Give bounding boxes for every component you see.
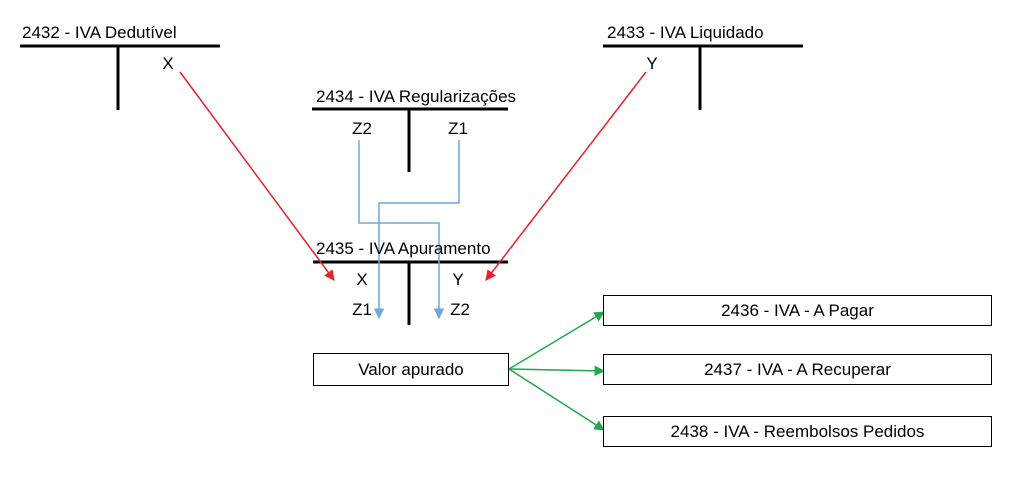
result-box: Valor apurado xyxy=(313,353,509,386)
green-arrow-recover xyxy=(508,365,606,377)
account-2434-title: 2434 - IVA Regularizações xyxy=(316,87,517,106)
account-2433-title: 2433 - IVA Liquidado xyxy=(607,23,764,42)
entry-2435-debit-x: X xyxy=(356,270,368,289)
entry-2434-credit-z1: Z1 xyxy=(448,119,468,138)
entry-2434-debit-z2: Z2 xyxy=(352,119,372,138)
green-arrow-pay xyxy=(508,311,605,370)
entry-2432-credit-x: X xyxy=(162,54,174,73)
blue-arrow-z2 xyxy=(358,140,445,320)
entry-2435-credit-y: Y xyxy=(452,270,464,289)
entry-2435-credit-z2: Z2 xyxy=(450,300,470,319)
outcome-box-refund: 2438 - IVA - Reembolsos Pedidos xyxy=(603,416,992,447)
outcome-box-recover: 2437 - IVA - A Recuperar xyxy=(603,354,992,385)
entry-2433-debit-y: Y xyxy=(646,54,658,73)
account-2435-title: 2435 - IVA Apuramento xyxy=(316,239,491,258)
entry-2435-debit-z1: Z1 xyxy=(352,300,372,319)
red-arrow-y xyxy=(485,71,647,281)
outcome-box-pay: 2436 - IVA - A Pagar xyxy=(603,295,992,326)
blue-arrow-z1 xyxy=(373,140,460,320)
account-2432-title: 2432 - IVA Dedutível xyxy=(22,23,177,42)
green-arrow-refund xyxy=(508,368,605,431)
red-arrow-x xyxy=(179,71,335,281)
